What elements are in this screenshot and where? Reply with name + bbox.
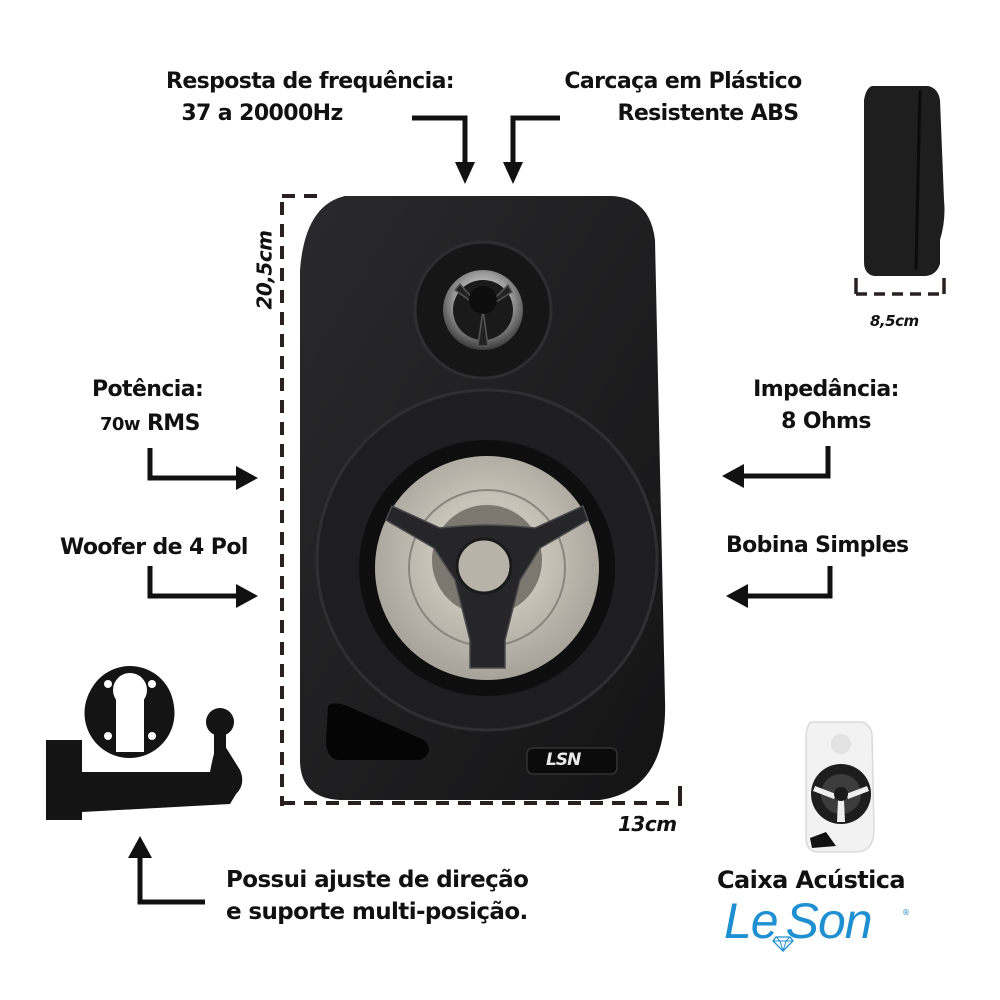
- frequency-response-title: Resposta de frequência:: [165, 69, 455, 94]
- speaker-side-image: [864, 86, 945, 276]
- brand-logo-left: Le: [724, 893, 779, 949]
- housing-label: Carcaça em Plástico Resistente ABS: [548, 66, 818, 130]
- impedance-value: 8 Ohms: [781, 409, 871, 434]
- frequency-response-value: 37 a 20000Hz: [181, 101, 343, 126]
- brand-logo-right: Son: [785, 893, 873, 949]
- woofer-label: Woofer de 4 Pol: [60, 535, 248, 560]
- coil-label: Bobina Simples: [726, 533, 909, 558]
- front-badge-logo: LSN: [546, 750, 581, 770]
- depth-dimension-label: 8,5cm: [870, 312, 919, 330]
- speaker-front-image: [300, 196, 666, 800]
- product-title: Caixa Acústica: [717, 866, 906, 894]
- impedance-title: Impedância:: [753, 377, 899, 402]
- housing-value: Resistente ABS: [617, 101, 799, 126]
- arrow-down-icon: [455, 162, 475, 184]
- impedance-label: Impedância: 8 Ohms: [736, 374, 916, 438]
- depth-dimension-line: [854, 278, 946, 296]
- height-dimension-line: [280, 194, 680, 806]
- mount-label: Possui ajuste de direção e suporte multi…: [226, 864, 529, 928]
- power-value: 70w RMS: [100, 408, 200, 441]
- arrow-down-icon: [510, 115, 560, 170]
- arrow-right-icon: [147, 448, 244, 599]
- mount-bracket-image: [46, 666, 243, 820]
- power-rms: RMS: [146, 411, 200, 436]
- mount-line-1: Possui ajuste de direção: [226, 867, 529, 893]
- frequency-response-label: Resposta de frequência: 37 a 20000Hz: [150, 66, 470, 130]
- mount-line-2: e suporte multi-posição.: [226, 899, 528, 925]
- arrow-up-icon: [137, 852, 205, 905]
- arrow-down-icon: [412, 115, 468, 170]
- diamond-icon: [772, 936, 794, 952]
- white-speaker-thumbnail: [805, 721, 875, 853]
- arrow-left-icon: [736, 446, 833, 599]
- power-title: Potência:: [92, 377, 204, 402]
- power-label: Potência:: [92, 374, 204, 406]
- width-dimension-label: 13cm: [618, 812, 677, 836]
- registered-mark: ®: [902, 908, 910, 917]
- power-watts: 70w: [100, 414, 140, 435]
- housing-title: Carcaça em Plástico: [564, 69, 802, 94]
